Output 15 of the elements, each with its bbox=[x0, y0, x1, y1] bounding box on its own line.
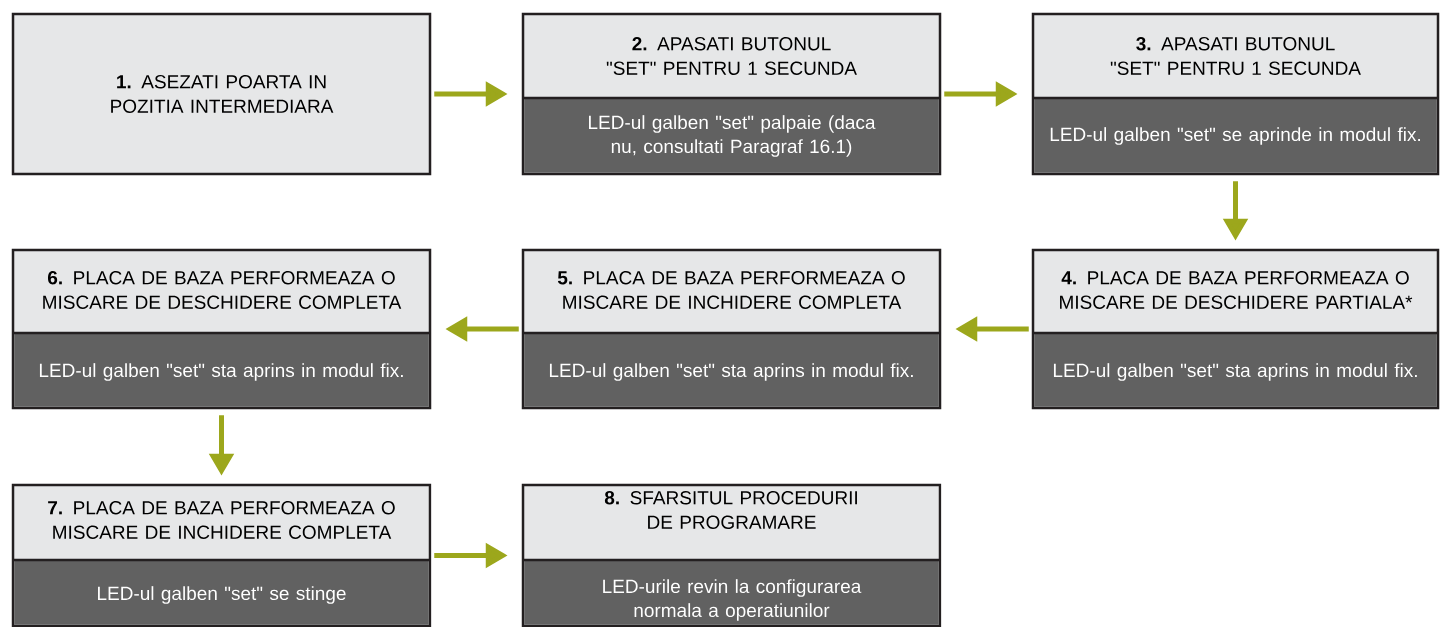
status-panel: LED-ul galben "set" se aprinde in modul fix. bbox=[1033, 96, 1438, 173]
status-panel: LED-ul galben "set" se stinge bbox=[13, 558, 430, 625]
step-title: 4. PLACA DE BAZA PERFORMEAZA O MISCARE DE DESCHIDERE PARTIALA* bbox=[1060, 271, 1413, 309]
step-title: 3. APASATI BUTONUL "SET" PENTRU 1 SECUNDA bbox=[1110, 37, 1361, 75]
status-panel: LED-ul galben "set" palpaie (daca nu, consultati Paragraf 16.1) bbox=[523, 96, 940, 173]
status-panel: LED-ul galben "set" sta aprins in modul fix. bbox=[13, 331, 430, 407]
step-title: 5. PLACA DE BAZA PERFORMEAZA O MISCARE DE INCHIDERE COMPLETA bbox=[557, 271, 905, 309]
status-panel: LED-ul galben "set" sta aprins in modul fix. bbox=[523, 331, 940, 407]
step-title: 2. APASATI BUTONUL "SET" PENTRU 1 SECUNDA bbox=[606, 37, 857, 75]
step-title: 6. PLACA DE BAZA PERFORMEAZA O MISCARE DE DESCHIDERE COMPLETA bbox=[43, 271, 402, 309]
step-title: 8. SFARSITUL PROCEDURII DE PROGRAMARE bbox=[604, 491, 857, 529]
step-title: 1. ASEZATI POARTA IN POZITIA INTERMEDIARA bbox=[111, 75, 334, 113]
status-panel: LED-urile revin la configurarea normala a operatiunilor bbox=[523, 558, 940, 625]
step-title: 7. PLACA DE BAZA PERFORMEAZA O MISCARE DE INCHIDERE COMPLETA bbox=[48, 501, 395, 539]
status-panel: LED-ul galben "set" sta aprins in modul fix. bbox=[1033, 331, 1438, 407]
